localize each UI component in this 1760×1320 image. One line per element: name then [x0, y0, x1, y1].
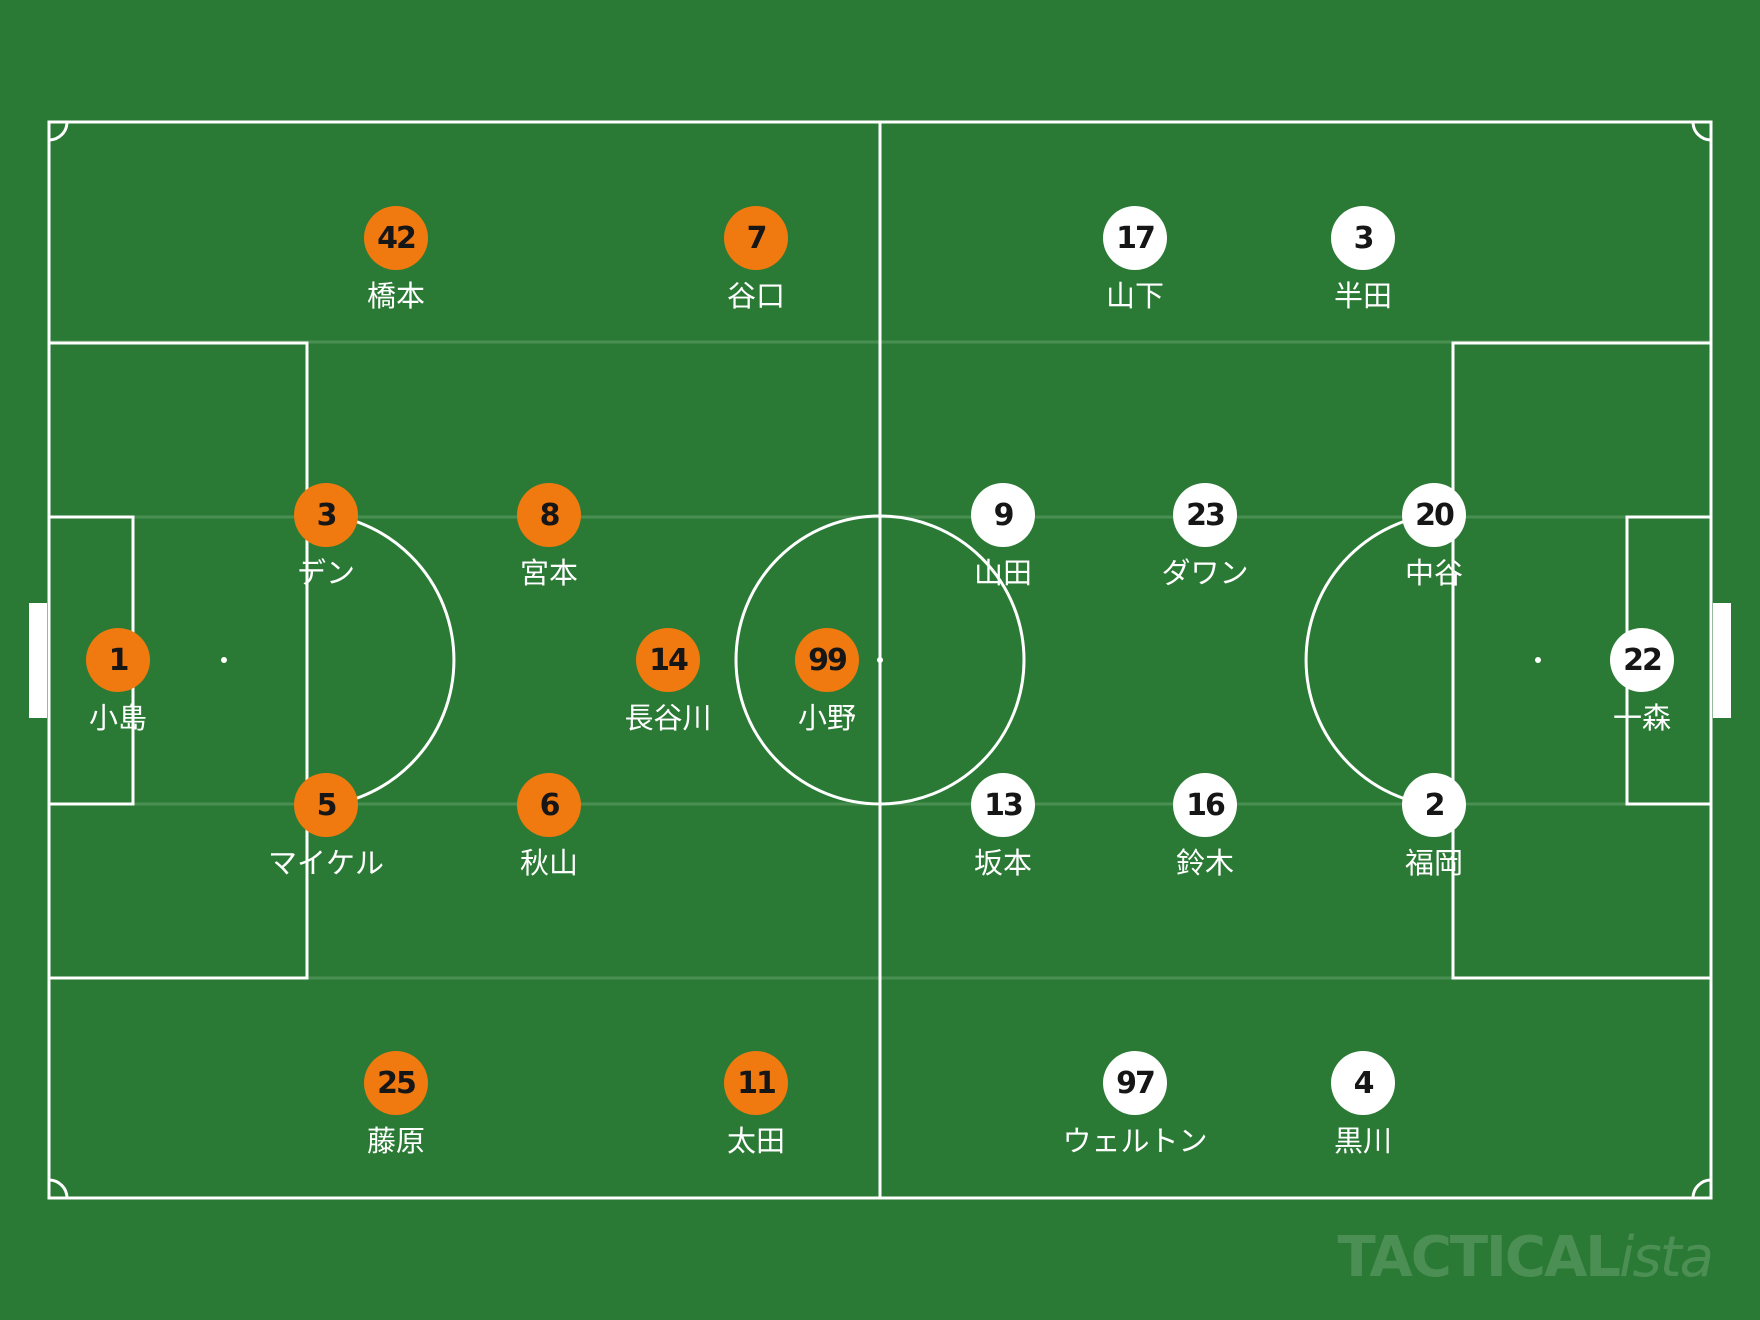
player-name: 中谷	[1404, 556, 1463, 590]
home-player[interactable]: 1 小島	[8, 628, 228, 736]
away-player[interactable]: 2 福岡	[1324, 773, 1544, 881]
player-number-badge: 20	[1402, 483, 1466, 547]
right-penalty-spot	[1535, 657, 1541, 663]
player-number-badge: 17	[1103, 206, 1167, 270]
player-number-badge: 7	[724, 206, 788, 270]
watermark-logo: TACTICALista	[1337, 1225, 1714, 1290]
player-number-badge: 11	[724, 1051, 788, 1115]
player-name: ダワン	[1161, 556, 1249, 590]
player-number-badge: 42	[364, 206, 428, 270]
home-player[interactable]: 7 谷口	[646, 206, 866, 314]
player-number-badge: 22	[1610, 628, 1674, 692]
player-name: 藤原	[366, 1124, 425, 1158]
center-circle	[734, 514, 1026, 806]
away-player[interactable]: 9 山田	[893, 483, 1113, 591]
away-player[interactable]: 3 半田	[1253, 206, 1473, 314]
player-name: 山田	[973, 556, 1032, 590]
home-player[interactable]: 8 宮本	[439, 483, 659, 591]
player-name: 長谷川	[624, 701, 712, 735]
player-name: ウェルトン	[1062, 1124, 1208, 1158]
corner-arc-bottom-left	[48, 1178, 69, 1199]
player-name: デン	[296, 556, 355, 590]
player-number-badge: 13	[971, 773, 1035, 837]
player-number-badge: 16	[1173, 773, 1237, 837]
player-name: 宮本	[519, 556, 578, 590]
home-player[interactable]: 42 橋本	[286, 206, 506, 314]
left-goal	[29, 603, 47, 718]
player-number-badge: 97	[1103, 1051, 1167, 1115]
player-number-badge: 25	[364, 1051, 428, 1115]
corner-arc-top-right	[1691, 121, 1712, 142]
player-number-badge: 5	[294, 773, 358, 837]
player-number-badge: 8	[517, 483, 581, 547]
player-name: 小島	[88, 701, 147, 735]
player-number-badge: 6	[517, 773, 581, 837]
away-player[interactable]: 13 坂本	[893, 773, 1113, 881]
corner-arc-top-left	[48, 121, 69, 142]
home-player[interactable]: 6 秋山	[439, 773, 659, 881]
player-name: 一森	[1612, 701, 1671, 735]
player-name: 山下	[1105, 279, 1164, 313]
player-name: 秋山	[519, 846, 578, 880]
corner-arc-bottom-right	[1691, 1178, 1712, 1199]
away-player[interactable]: 16 鈴木	[1095, 773, 1315, 881]
spots	[29, 603, 1731, 718]
player-number-badge: 99	[795, 628, 859, 692]
home-player[interactable]: 11 太田	[646, 1051, 866, 1159]
player-number-badge: 14	[636, 628, 700, 692]
player-name: 鈴木	[1175, 846, 1234, 880]
home-player[interactable]: 3 デン	[216, 483, 436, 591]
away-player[interactable]: 23 ダワン	[1095, 483, 1315, 591]
player-number-badge: 1	[86, 628, 150, 692]
away-player[interactable]: 17 山下	[1025, 206, 1245, 314]
player-name: 太田	[726, 1124, 785, 1158]
player-name: 半田	[1333, 279, 1392, 313]
player-number-badge: 23	[1173, 483, 1237, 547]
home-player[interactable]: 5 マイケル	[216, 773, 436, 881]
player-number-badge: 9	[971, 483, 1035, 547]
left-penalty-arc	[306, 511, 456, 809]
player-name: 黒川	[1333, 1124, 1392, 1158]
center-spot	[877, 657, 883, 663]
player-name: 小野	[797, 701, 856, 735]
home-player[interactable]: 14 長谷川	[558, 628, 778, 736]
player-number-badge: 3	[294, 483, 358, 547]
player-name: 坂本	[973, 846, 1032, 880]
home-player[interactable]: 25 藤原	[286, 1051, 506, 1159]
away-player[interactable]: 97 ウェルトン	[1025, 1051, 1245, 1159]
right-goal	[1713, 603, 1731, 718]
left-penalty-spot	[221, 657, 227, 663]
player-name: マイケル	[267, 846, 384, 880]
player-number-badge: 2	[1402, 773, 1466, 837]
right-penalty-arc	[1304, 511, 1454, 809]
player-name: 谷口	[726, 279, 785, 313]
away-player[interactable]: 4 黒川	[1253, 1051, 1473, 1159]
away-player[interactable]: 20 中谷	[1324, 483, 1544, 591]
home-player[interactable]: 99 小野	[717, 628, 937, 736]
away-player[interactable]: 22 一森	[1532, 628, 1752, 736]
player-name: 福岡	[1404, 846, 1463, 880]
player-number-badge: 4	[1331, 1051, 1395, 1115]
player-name: 橋本	[366, 279, 425, 313]
player-number-badge: 3	[1331, 206, 1395, 270]
